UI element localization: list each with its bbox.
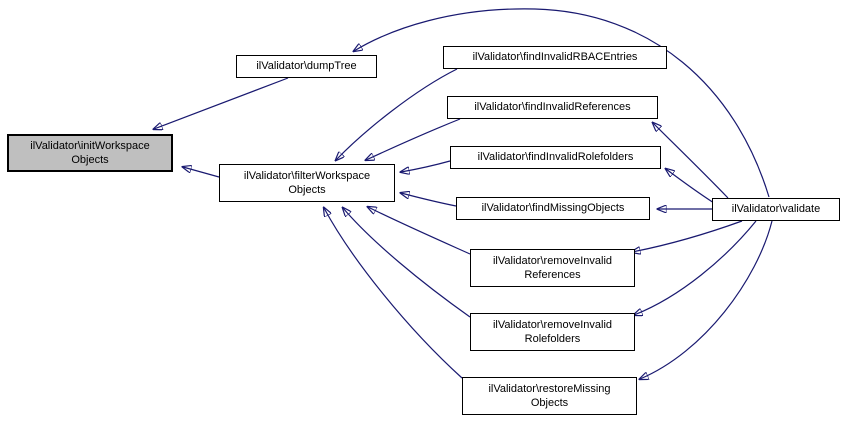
edge-removeinvalidrolefolders-to-filterworkspace bbox=[343, 208, 471, 318]
node-ilvalidator-initworkspaceobjects[interactable]: ilValidator\initWorkspace Objects bbox=[7, 134, 173, 172]
node-ilvalidator-dumptree[interactable]: ilValidator\dumpTree bbox=[236, 55, 377, 78]
edge-dumptree-to-initworkspace bbox=[154, 77, 289, 129]
node-ilvalidator-removeinvalidrolefolders[interactable]: ilValidator\removeInvalid Rolefolders bbox=[470, 313, 635, 351]
node-ilvalidator-restoremissingobjects[interactable]: ilValidator\restoreMissing Objects bbox=[462, 377, 637, 415]
edge-validate-to-removeinvalidrolefolders bbox=[634, 220, 757, 315]
edge-validate-to-findinvalidrolefolders bbox=[666, 169, 715, 204]
edge-findmissingobjects-to-filterworkspace bbox=[401, 193, 457, 207]
edge-filterworkspace-to-initworkspace bbox=[183, 167, 220, 178]
edge-validate-to-findinvalidreferences bbox=[653, 123, 729, 199]
node-ilvalidator-validate[interactable]: ilValidator\validate bbox=[712, 198, 840, 221]
edge-findinvalidrbacentries-to-filterworkspace bbox=[336, 68, 458, 160]
edge-findinvalidrolefolders-to-filterworkspace bbox=[401, 160, 451, 172]
edge-validate-to-removeinvalidreferences bbox=[632, 220, 743, 252]
edge-findinvalidreferences-to-filterworkspace bbox=[366, 118, 461, 160]
edge-validate-to-restoremissingobjects bbox=[640, 220, 773, 379]
node-ilvalidator-findmissingobjects[interactable]: ilValidator\findMissingObjects bbox=[456, 197, 650, 220]
edge-removeinvalidreferences-to-filterworkspace bbox=[368, 207, 471, 255]
edge-restoremissingobjects-to-filterworkspace bbox=[324, 208, 463, 379]
node-ilvalidator-filterworkspaceobjects[interactable]: ilValidator\filterWorkspace Objects bbox=[219, 164, 395, 202]
node-ilvalidator-findinvalidrbacentries[interactable]: ilValidator\findInvalidRBACEntries bbox=[443, 46, 667, 69]
node-ilvalidator-findinvalidreferences[interactable]: ilValidator\findInvalidReferences bbox=[447, 96, 658, 119]
node-ilvalidator-findinvalidrolefolders[interactable]: ilValidator\findInvalidRolefolders bbox=[450, 146, 661, 169]
node-ilvalidator-removeinvalidreferences[interactable]: ilValidator\removeInvalid References bbox=[470, 249, 635, 287]
